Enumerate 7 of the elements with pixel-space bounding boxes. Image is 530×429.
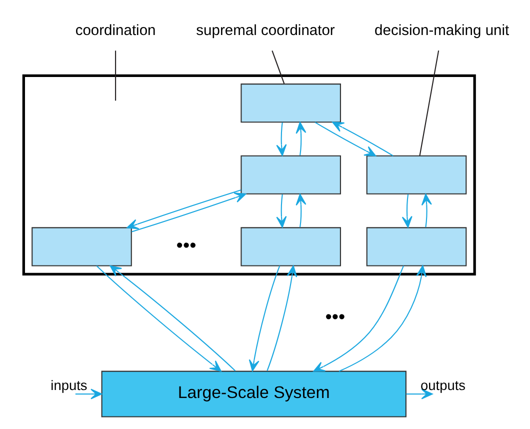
node-text: coordination	[74, 23, 156, 40]
node-text: decision-making unit	[374, 23, 509, 40]
node-text: supremal coordinator	[196, 23, 334, 40]
edge-label: outputs	[420, 378, 466, 394]
label: •••	[176, 235, 196, 256]
label: •••	[324, 307, 345, 328]
edge-label: inputs	[50, 378, 87, 394]
